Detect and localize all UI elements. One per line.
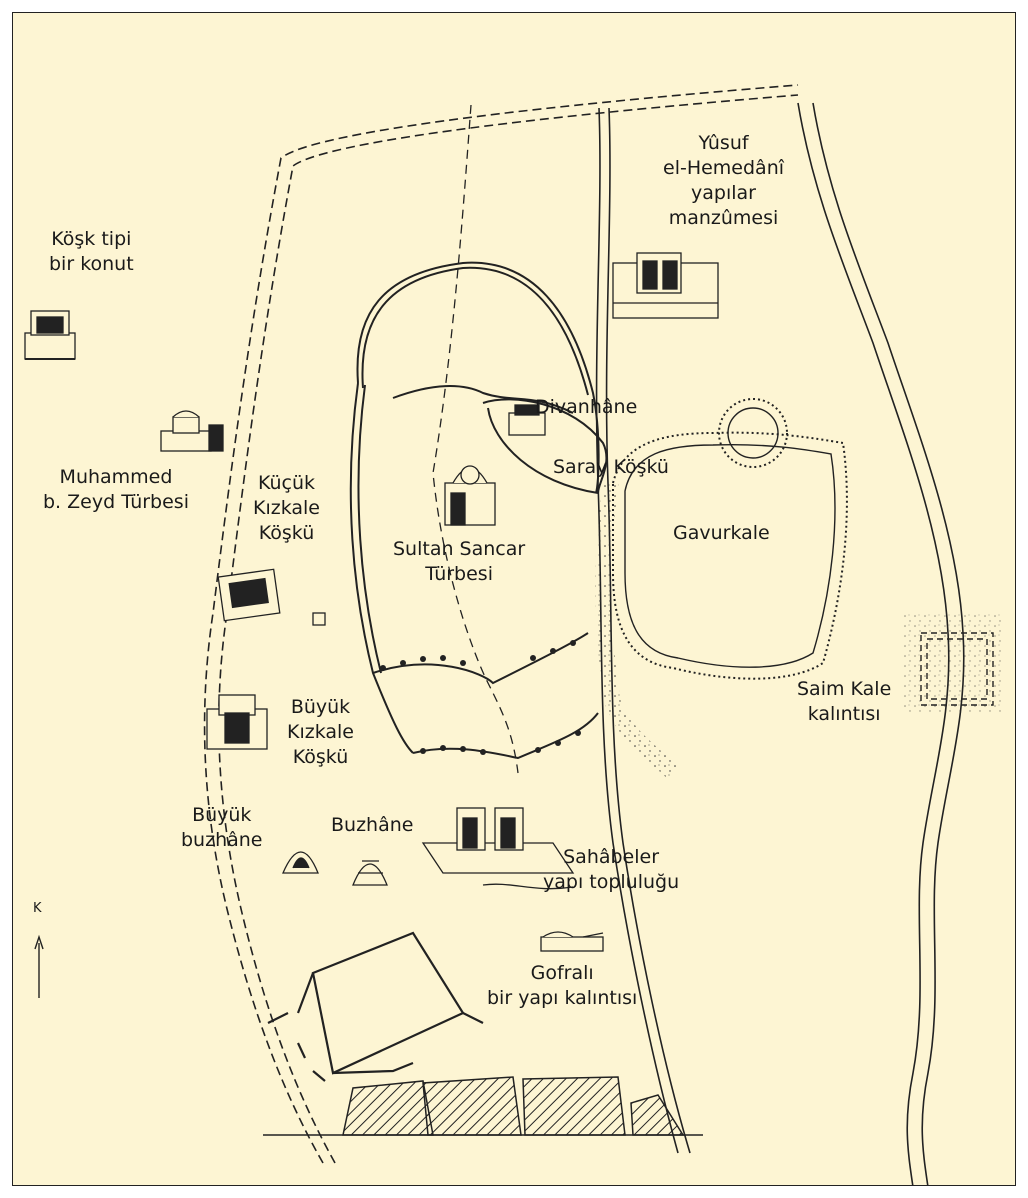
- yusuf-complex-building: [612, 252, 719, 319]
- label-kucuk-kizkale: Küçük Kızkale Köşkü: [253, 472, 320, 544]
- muhammed-turbe-building: [160, 410, 224, 452]
- label-sahabeler: Sahâbeler yapı topluluğu: [543, 846, 680, 893]
- gavurkale-enclosure: [595, 398, 848, 779]
- sultan-sancar-turbe-building: [444, 465, 496, 526]
- north-label: K: [33, 901, 42, 916]
- buyuk-kizkale-building: [206, 694, 268, 750]
- label-yusuf: Yûsuf el-Hemedânî yapılar manzûmesi: [663, 132, 785, 229]
- outer-boundary-road: [203, 84, 799, 1164]
- label-buzhane: Buzhâne: [331, 814, 414, 836]
- label-kosk-tipi: Köşk tipi bir konut: [49, 228, 134, 275]
- label-muhammed: Muhammed b. Zeyd Türbesi: [43, 466, 189, 513]
- sahabeler-building: [421, 807, 575, 890]
- buyuk-buzhane-dome: [282, 851, 319, 874]
- label-gofrali: Gofralı bir yapı kalıntısı: [487, 962, 638, 1009]
- citadel-bastions: [380, 640, 581, 755]
- hatched-fields: [263, 1076, 703, 1136]
- site-map: K Köşk tipi bir konut Yûsuf el-Hemedânî …: [12, 12, 1016, 1186]
- kosk-tipi-building: [24, 310, 76, 360]
- buzhane-dome: [352, 860, 388, 886]
- label-gavurkale: Gavurkale: [673, 522, 770, 544]
- kucuk-kizkale-building: [217, 568, 326, 626]
- divanhane-building: [508, 404, 546, 436]
- label-buyuk-kizkale: Büyük Kızkale Köşkü: [287, 696, 354, 768]
- map-drawing: [24, 84, 1003, 1185]
- label-sultan-sancar: Sultan Sancar Türbesi: [393, 538, 526, 585]
- north-arrow: [34, 934, 44, 998]
- south-enclosure: [267, 931, 484, 1082]
- label-saim-kale: Saim Kale kalıntısı: [797, 678, 892, 725]
- gofrali-building: [540, 931, 604, 952]
- label-buyuk-buzhane: Büyük buzhâne: [181, 804, 263, 851]
- citadel-walls: [349, 261, 608, 760]
- label-saray-kosku: Saray Köşkü: [553, 456, 669, 478]
- label-divanhane: Divanhâne: [535, 396, 638, 418]
